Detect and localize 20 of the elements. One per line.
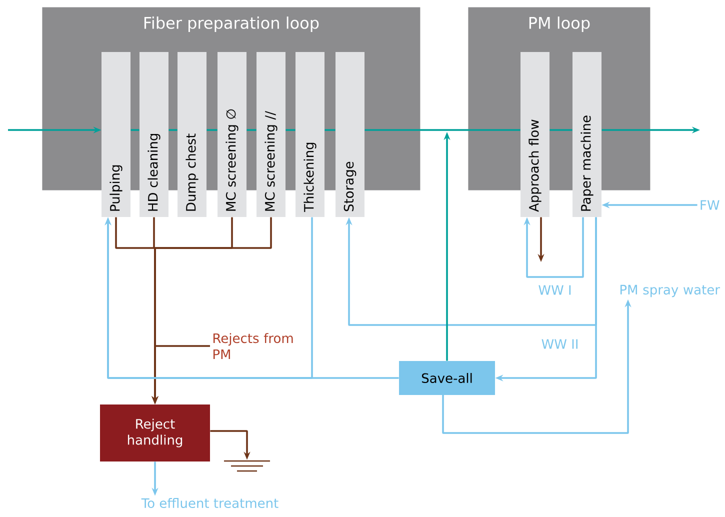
process-box: MC screening // [256, 52, 286, 217]
flow-label: To effluent treatment [141, 498, 278, 508]
process-box: HD cleaning [140, 52, 168, 217]
flow-label: PM spray water [620, 284, 720, 298]
edge-label: WW I [538, 285, 571, 295]
flow-label: FW [700, 200, 720, 210]
process-box: Paper machine [572, 52, 602, 217]
ground-symbol [223, 460, 271, 472]
process-box: Dump chest [178, 52, 206, 217]
edge-label: WW II [542, 339, 578, 349]
arrow [346, 217, 597, 326]
process-box: Save-all [399, 361, 495, 395]
flow-label: Rejects from PM [213, 333, 293, 359]
process-box: Reject handling [100, 404, 210, 462]
process-box: Storage [336, 52, 364, 217]
process-box: Approach flow [520, 52, 550, 217]
arrow [524, 217, 584, 278]
process-box: Pulping [102, 52, 130, 217]
process-box: MC screening ∅ [218, 52, 246, 217]
process-box: Thickening [296, 52, 324, 217]
